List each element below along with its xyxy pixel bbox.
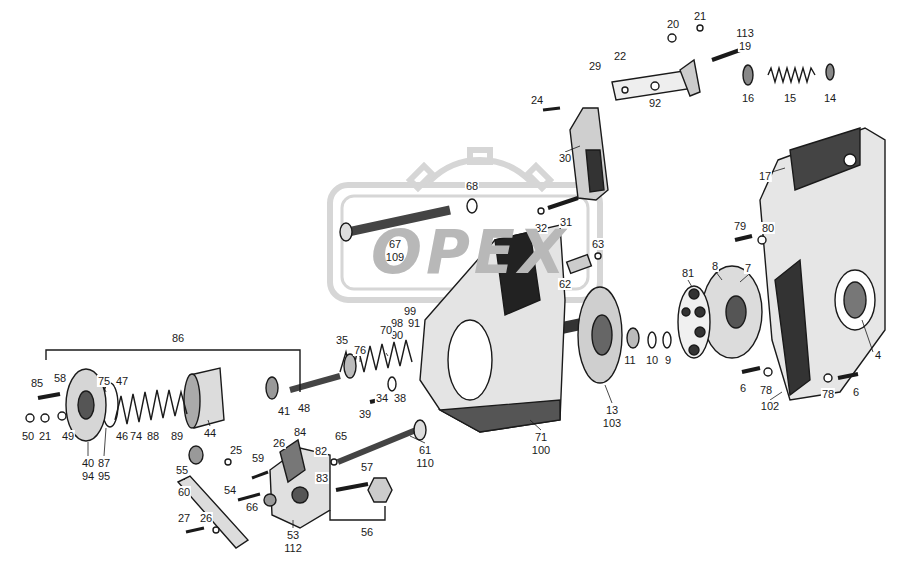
- watermark-logo: [330, 150, 600, 300]
- callout-number: 55: [175, 464, 189, 476]
- callout-number: 74: [129, 430, 143, 442]
- callout-number: 66: [245, 501, 259, 513]
- callout-number: 94: [81, 470, 95, 482]
- callout-number: 17: [758, 170, 772, 182]
- callout-number: 87: [97, 457, 111, 469]
- callout-number: 59: [251, 452, 265, 464]
- callout-number: 15: [783, 92, 797, 104]
- callout-number: 6: [852, 386, 860, 398]
- callout-number: 21: [693, 10, 707, 22]
- callout-number: 113: [735, 27, 755, 39]
- callout-number: 9: [664, 354, 672, 366]
- callout-number: 91: [407, 317, 421, 329]
- callout-number: 27: [177, 512, 191, 524]
- callout-number: 50: [21, 430, 35, 442]
- callout-number: 24: [530, 94, 544, 106]
- callout-number: 80: [761, 222, 775, 234]
- callout-number: 89: [170, 430, 184, 442]
- callout-number: 44: [203, 427, 217, 439]
- callout-number: 29: [588, 60, 602, 72]
- callout-number: 7: [744, 262, 752, 274]
- callout-number: 84: [293, 426, 307, 438]
- callout-number: 65: [334, 430, 348, 442]
- callout-number: 71: [534, 431, 548, 443]
- callout-number: 54: [223, 484, 237, 496]
- callout-number: 75: [97, 375, 111, 387]
- callout-number: 4: [874, 349, 882, 361]
- callout-number: 58: [53, 372, 67, 384]
- callout-number: 56: [360, 526, 374, 538]
- callout-number: 38: [393, 392, 407, 404]
- callout-number: 86: [171, 332, 185, 344]
- callout-number: 46: [115, 430, 129, 442]
- callout-number: 34: [375, 392, 389, 404]
- callout-number: 26: [272, 437, 286, 449]
- callout-number: 47: [115, 375, 129, 387]
- callout-number: 63: [591, 238, 605, 250]
- callout-number: 81: [681, 267, 695, 279]
- callout-number: 11: [623, 354, 636, 366]
- callout-number: 110: [415, 457, 435, 469]
- callout-number: 103: [602, 417, 622, 429]
- callout-number: 76: [353, 344, 367, 356]
- callout-number: 61: [418, 444, 432, 456]
- callout-number: 99: [403, 305, 417, 317]
- callout-number: 35: [335, 334, 349, 346]
- callout-number: 102: [760, 400, 780, 412]
- callout-number: 16: [741, 92, 755, 104]
- callout-number: 22: [613, 50, 627, 62]
- callout-number: 83: [315, 472, 329, 484]
- callout-number: 40: [81, 457, 95, 469]
- callout-number: 100: [531, 444, 551, 456]
- callout-number: 60: [177, 486, 191, 498]
- callout-number: 21: [38, 430, 52, 442]
- watermark: OPEX: [371, 217, 569, 287]
- callout-number: 49: [61, 430, 75, 442]
- callout-number: 30: [558, 152, 572, 164]
- callout-number: 112: [283, 542, 303, 554]
- callout-number: 48: [297, 402, 311, 414]
- callout-number: 25: [229, 444, 243, 456]
- callout-number: 82: [314, 445, 328, 457]
- callout-number: 19: [738, 40, 752, 52]
- callout-number: 57: [360, 461, 374, 473]
- callout-number: 53: [286, 529, 300, 541]
- callout-number: 20: [666, 18, 680, 30]
- callout-number: 10: [645, 354, 659, 366]
- callout-number: 14: [823, 92, 837, 104]
- callout-number: 39: [358, 408, 372, 420]
- callout-number: 88: [146, 430, 160, 442]
- callout-number: 6: [739, 382, 747, 394]
- callout-number: 78: [759, 384, 773, 396]
- callout-number: 8: [711, 260, 719, 272]
- callout-number: 41: [277, 405, 291, 417]
- callout-number: 68: [465, 180, 479, 192]
- callout-number: 78: [821, 388, 835, 400]
- callout-number: 85: [30, 377, 44, 389]
- callout-number: 92: [648, 97, 662, 109]
- callout-number: 13: [605, 404, 619, 416]
- callout-number: 79: [733, 220, 747, 232]
- callout-number: 95: [97, 470, 111, 482]
- callout-number: 26: [199, 512, 213, 524]
- callout-number: 70: [379, 324, 393, 336]
